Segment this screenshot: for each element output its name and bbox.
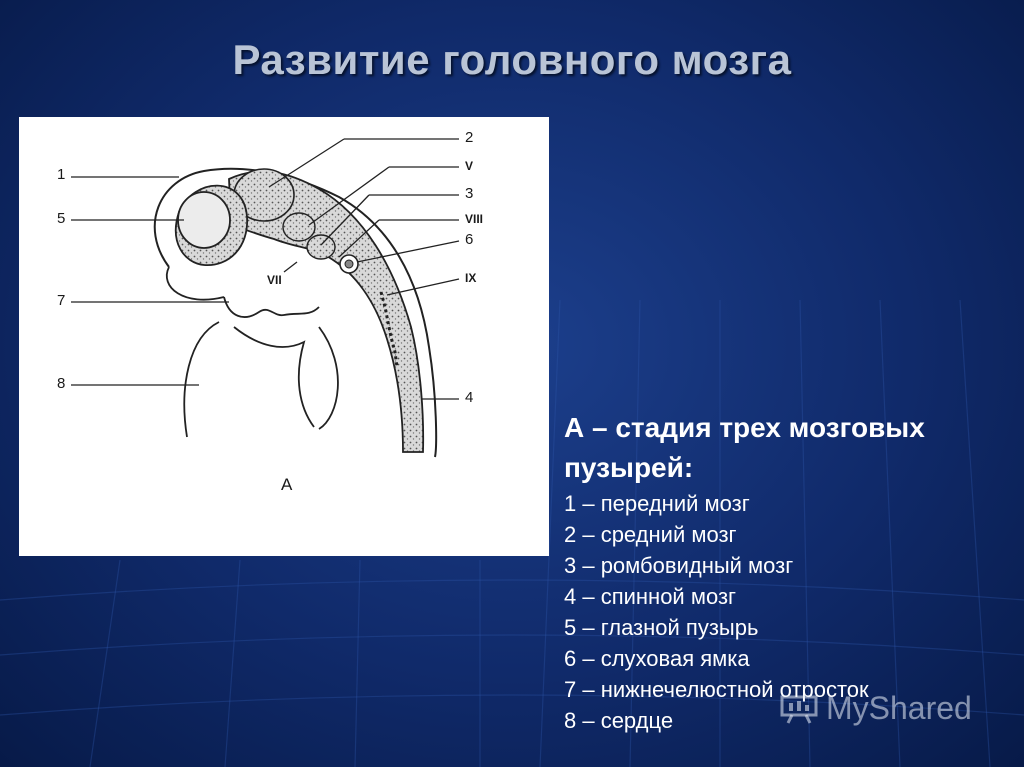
mandibular-process bbox=[223, 296, 320, 318]
heart-contour bbox=[183, 321, 339, 438]
label-A: А bbox=[281, 475, 293, 494]
label-2: 2 bbox=[465, 129, 474, 146]
rhomb-bulge-1 bbox=[282, 212, 316, 242]
somite-row bbox=[379, 291, 399, 368]
label-7: 7 bbox=[57, 292, 66, 309]
presentation-board-icon bbox=[780, 695, 818, 724]
label-3: 3 bbox=[465, 185, 474, 202]
legend-item: 8 – сердце bbox=[564, 708, 674, 733]
slide-title: Развитие головного мозга bbox=[232, 36, 792, 83]
legend-item: 7 – нижнечелюстной отросток bbox=[564, 677, 869, 702]
embryo-figure-panel: 1 5 7 8 2 V 3 VIII 6 IX 4 VII А bbox=[19, 117, 549, 556]
legend-caption: А – стадия трех мозговых пузырей: 1 – пе… bbox=[564, 408, 1014, 736]
label-IX: IX bbox=[465, 271, 477, 285]
label-1: 1 bbox=[57, 166, 66, 183]
embryo-brain-diagram bbox=[71, 138, 460, 458]
legend-item: 1 – передний мозг bbox=[564, 491, 750, 516]
legend-item: 6 – слуховая ямка bbox=[564, 646, 750, 671]
label-5: 5 bbox=[57, 210, 66, 227]
legend-item: 3 – ромбовидный мозг bbox=[564, 553, 794, 578]
legend-item: 2 – средний мозг bbox=[564, 522, 737, 547]
watermark-text: MyShared bbox=[826, 690, 972, 726]
myshared-watermark: MyShared bbox=[780, 690, 972, 727]
label-V: V bbox=[465, 159, 474, 173]
embryo-outer-contour bbox=[153, 167, 438, 458]
label-8: 8 bbox=[57, 375, 66, 392]
rhomb-bulge-2 bbox=[306, 234, 336, 260]
legend-heading: А – стадия трех мозговых пузырей: bbox=[564, 412, 925, 483]
leader-lines bbox=[71, 138, 460, 400]
label-4: 4 bbox=[465, 389, 474, 406]
legend-item: 5 – глазной пузырь bbox=[564, 615, 759, 640]
legend-item: 4 – спинной мозг bbox=[564, 584, 737, 609]
label-VIII: VIII bbox=[465, 212, 484, 226]
label-VII: VII bbox=[267, 273, 282, 287]
optic-vesicle bbox=[177, 191, 231, 249]
head-contour bbox=[166, 266, 225, 301]
label-6: 6 bbox=[465, 231, 474, 248]
